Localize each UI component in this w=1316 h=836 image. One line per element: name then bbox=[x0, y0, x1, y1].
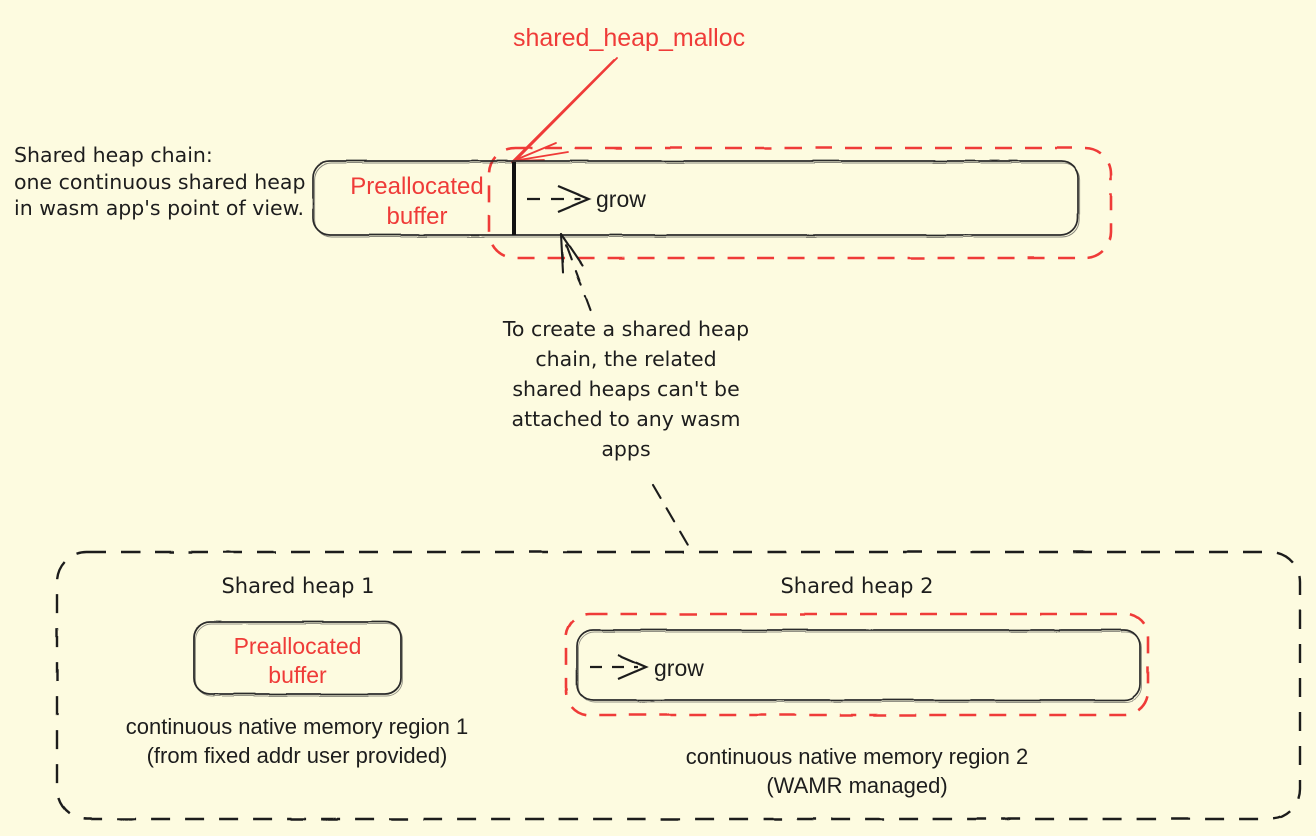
shared-heap-1-box-label: Preallocated buffer bbox=[194, 632, 401, 690]
shared-heap-2-caption: continuous native memory region 2 (WAMR … bbox=[680, 742, 1034, 801]
shared-heap-1-title: Shared heap 1 bbox=[221, 574, 375, 598]
shared-heap-1-caption: continuous native memory region 1 (from … bbox=[120, 712, 474, 771]
shared-heap-2-title: Shared heap 2 bbox=[780, 574, 934, 598]
shared-heap-1-caption-line-2: (from fixed addr user provided) bbox=[146, 743, 448, 769]
top-red-dashed-region bbox=[487, 146, 1113, 260]
shared-heap-1-box-label-line-2: buffer bbox=[268, 661, 327, 688]
left-note: Shared heap chain: one continuous shared… bbox=[14, 142, 314, 222]
shared-heap-2-caption-line-2: (WAMR managed) bbox=[766, 773, 948, 799]
middle-note-line-5: apps bbox=[601, 436, 651, 461]
middle-note-to-container-leader bbox=[651, 483, 694, 554]
middle-note-leader-arrow bbox=[559, 232, 592, 312]
left-note-line-1: Shared heap chain: bbox=[14, 143, 213, 167]
left-note-line-2: one continuous shared heap bbox=[14, 169, 306, 194]
shared-heap-2-grow-label: grow bbox=[654, 655, 704, 681]
top-preallocated-buffer-label: Preallocated buffer bbox=[327, 172, 507, 232]
top-preallocated-buffer-line-2: buffer bbox=[386, 203, 448, 231]
shared-heap-1-caption-line-1: continuous native memory region 1 bbox=[125, 714, 469, 739]
left-note-line-3: in wasm app's point of view. bbox=[14, 196, 305, 221]
top-grow-arrow-icon bbox=[527, 184, 592, 214]
shared-heap-malloc-label: shared_heap_malloc bbox=[513, 24, 746, 52]
top-preallocated-buffer-line-1: Preallocated bbox=[350, 173, 484, 200]
bottom-grow-arrow-icon bbox=[590, 653, 649, 681]
middle-note-line-1: To create a shared heap bbox=[502, 317, 750, 341]
shared-heap-2-caption-line-1: continuous native memory region 2 bbox=[685, 744, 1029, 769]
middle-note-line-4: attached to any wasm bbox=[511, 406, 741, 431]
middle-note-line-2: chain, the related bbox=[535, 346, 717, 371]
shared-heap-malloc-callout-arrow bbox=[511, 57, 618, 163]
middle-note-line-3: shared heaps can't be bbox=[512, 376, 740, 401]
middle-note: To create a shared heap chain, the relat… bbox=[476, 315, 776, 465]
top-grow-label: grow bbox=[596, 186, 646, 212]
shared-heap-1-box-label-line-1: Preallocated bbox=[233, 633, 362, 659]
